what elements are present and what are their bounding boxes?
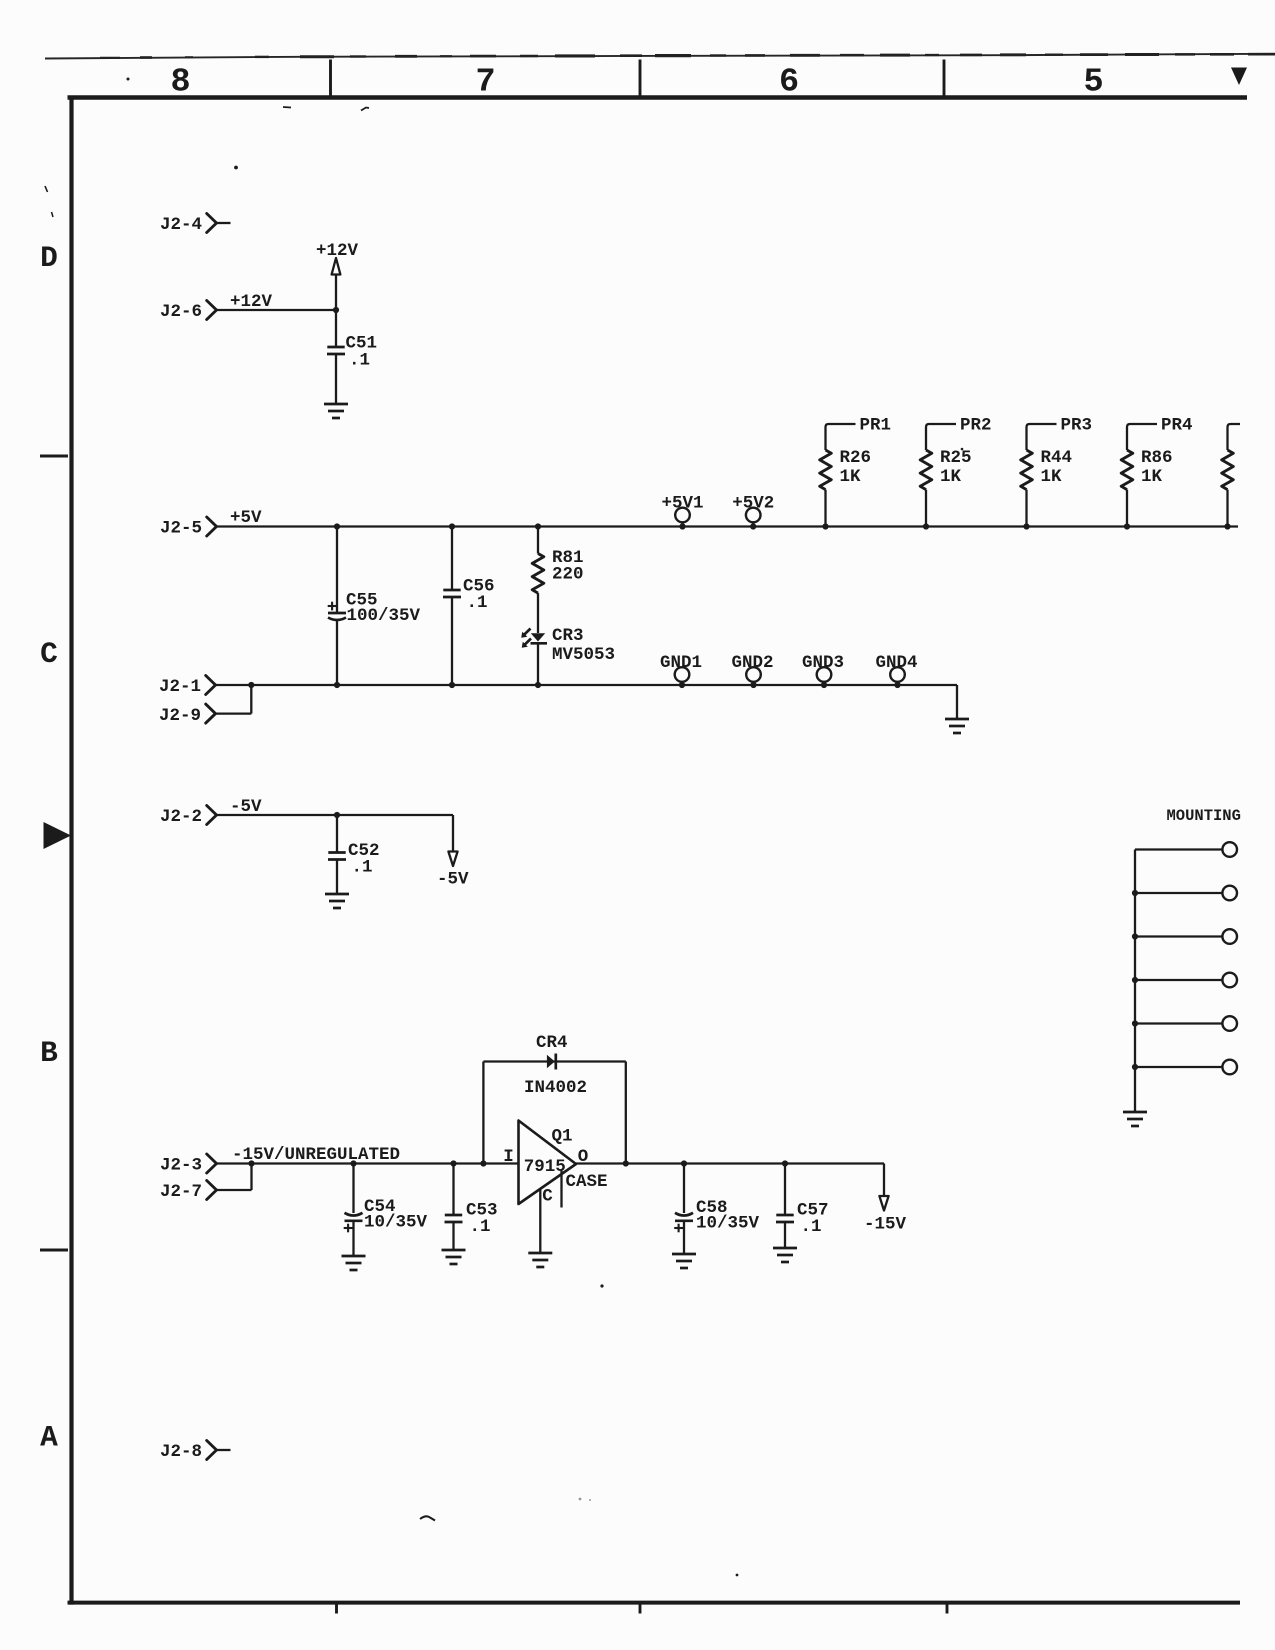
svg-text:J2-9: J2-9: [159, 706, 201, 726]
svg-text:7: 7: [475, 64, 495, 102]
svg-text:GND3: GND3: [802, 653, 844, 673]
svg-text:GND4: GND4: [876, 653, 918, 673]
svg-text:8: 8: [170, 64, 190, 102]
svg-text:.1: .1: [470, 1217, 491, 1237]
svg-text:C: C: [40, 637, 58, 671]
svg-text:220: 220: [552, 565, 584, 585]
svg-text:C: C: [542, 1187, 553, 1207]
svg-text:+5V: +5V: [230, 508, 262, 528]
svg-text:MOUNTING: MOUNTING: [1167, 807, 1241, 825]
svg-text:GND2: GND2: [732, 653, 774, 673]
svg-text:1K: 1K: [940, 467, 962, 487]
svg-text:J2-8: J2-8: [160, 1442, 202, 1462]
svg-text:6: 6: [779, 64, 799, 102]
svg-text:-5V: -5V: [437, 870, 469, 890]
svg-text:R26: R26: [840, 448, 872, 468]
svg-text:+12V: +12V: [230, 292, 273, 312]
svg-text:C58: C58: [696, 1198, 728, 1218]
svg-text:10/35V: 10/35V: [364, 1213, 428, 1233]
svg-text:B: B: [40, 1036, 58, 1070]
svg-text:5: 5: [1083, 64, 1103, 102]
svg-text:J2-4: J2-4: [160, 215, 202, 235]
svg-text:A: A: [40, 1421, 58, 1455]
svg-text:PR1: PR1: [860, 416, 892, 436]
svg-text:Q1: Q1: [552, 1127, 573, 1147]
svg-text:J2-3: J2-3: [160, 1156, 202, 1176]
svg-text:C51: C51: [346, 334, 378, 354]
svg-text:.1: .1: [352, 858, 373, 878]
svg-text:.1: .1: [467, 593, 488, 613]
svg-text:1K: 1K: [1041, 467, 1063, 487]
svg-text:.1: .1: [349, 351, 370, 371]
svg-text:-15V: -15V: [864, 1215, 907, 1235]
svg-text:J2-1: J2-1: [159, 677, 201, 697]
svg-text:CASE: CASE: [566, 1172, 608, 1192]
svg-text:C53: C53: [466, 1201, 498, 1221]
svg-text:+5V1: +5V1: [662, 494, 704, 514]
svg-text:CR4: CR4: [536, 1033, 568, 1053]
svg-text:PR3: PR3: [1061, 416, 1093, 436]
svg-text:I: I: [503, 1147, 514, 1167]
svg-text:R44: R44: [1041, 448, 1073, 468]
svg-text:J2-7: J2-7: [160, 1182, 202, 1202]
svg-text:C54: C54: [364, 1197, 396, 1217]
svg-text:1K: 1K: [840, 467, 862, 487]
svg-text:7915: 7915: [524, 1157, 566, 1177]
svg-text:MV5053: MV5053: [552, 645, 615, 665]
svg-text:J2-6: J2-6: [160, 302, 202, 322]
svg-text:C52: C52: [348, 841, 380, 861]
svg-text:+12V: +12V: [316, 241, 359, 261]
svg-text:PR2: PR2: [960, 416, 992, 436]
svg-text:+5V2: +5V2: [732, 494, 774, 514]
svg-text:CR3: CR3: [552, 626, 584, 646]
svg-text:1K: 1K: [1141, 467, 1163, 487]
svg-text:-5V: -5V: [230, 797, 262, 817]
svg-text:R81: R81: [552, 548, 584, 568]
svg-text:R86: R86: [1141, 448, 1173, 468]
svg-text:-15V/UNREGULATED: -15V/UNREGULATED: [232, 1145, 400, 1165]
svg-text:PR4: PR4: [1161, 416, 1193, 436]
svg-text:.1: .1: [801, 1217, 822, 1237]
svg-text:100/35V: 100/35V: [347, 606, 421, 626]
svg-text:O: O: [578, 1147, 589, 1167]
svg-text:J2-5: J2-5: [160, 519, 202, 539]
svg-text:J2-2: J2-2: [160, 807, 202, 827]
svg-text:D: D: [40, 241, 58, 275]
svg-text:C55: C55: [346, 591, 378, 611]
svg-text:IN4002: IN4002: [524, 1078, 587, 1098]
svg-text:C56: C56: [463, 577, 495, 597]
svg-text:10/35V: 10/35V: [696, 1214, 760, 1234]
svg-text:R25: R25: [940, 448, 972, 468]
svg-text:C57: C57: [797, 1201, 829, 1221]
svg-text:GND1: GND1: [660, 653, 702, 673]
